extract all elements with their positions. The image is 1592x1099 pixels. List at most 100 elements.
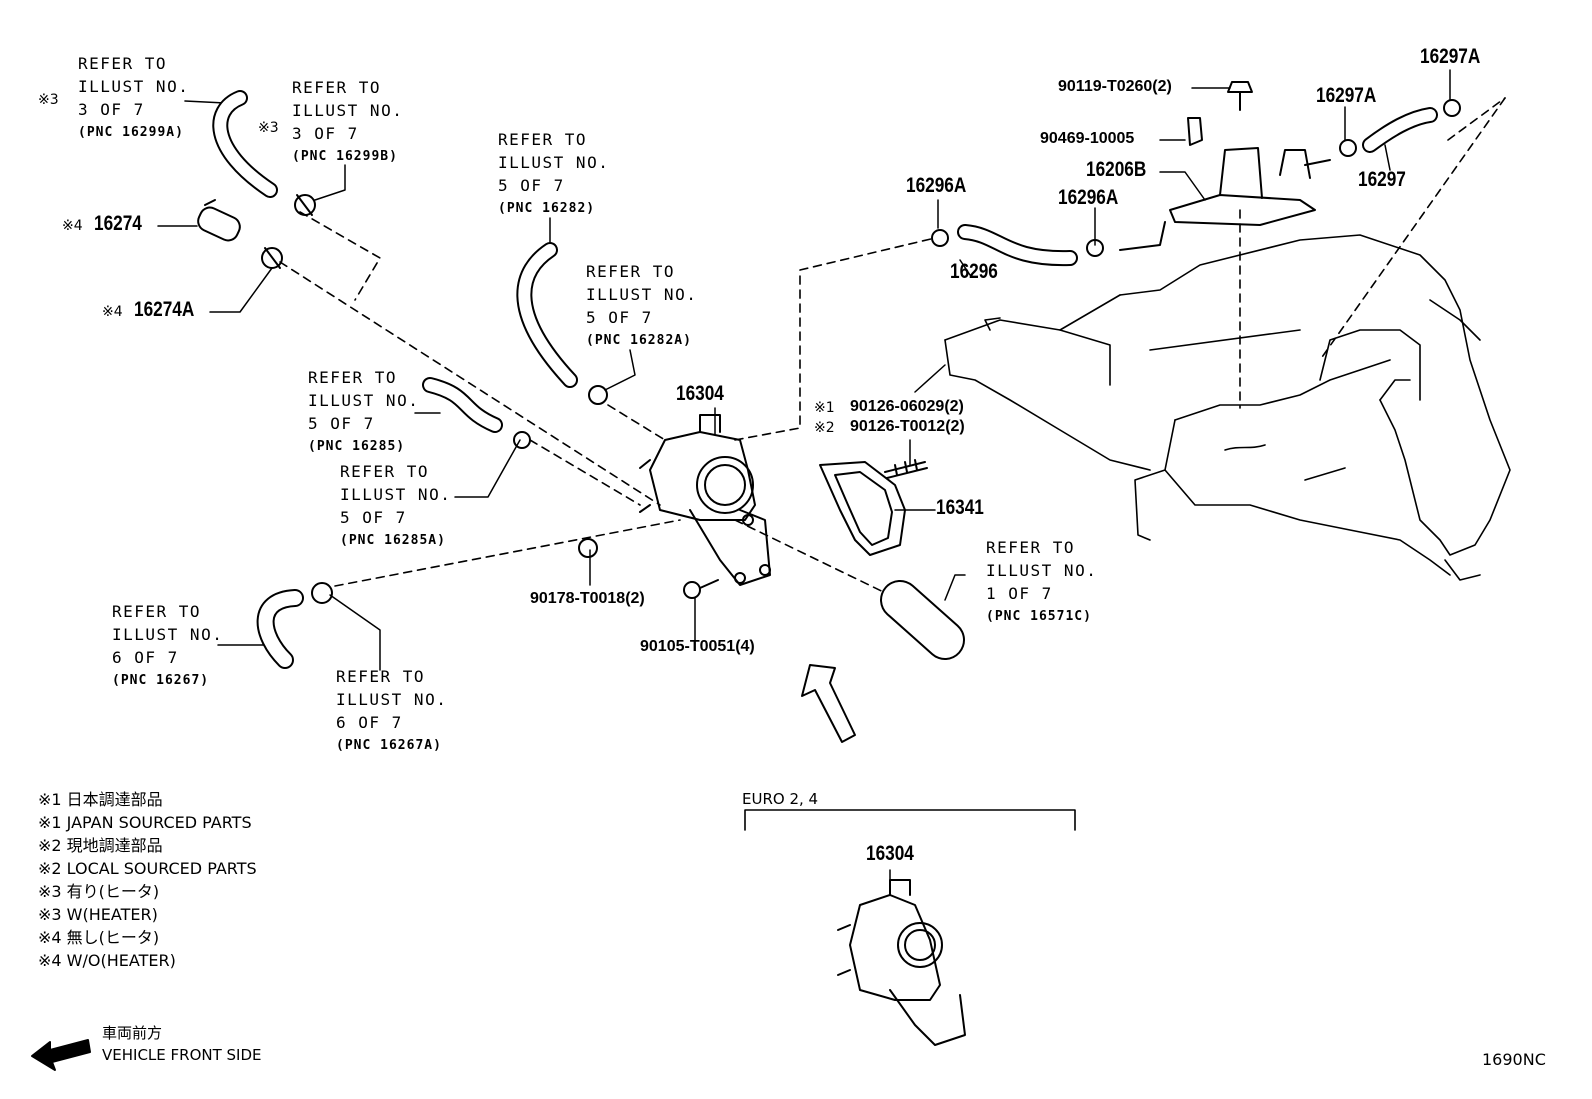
front-arrow bbox=[31, 1039, 91, 1071]
hose-16299A bbox=[212, 90, 278, 198]
fasteners bbox=[578, 81, 1253, 599]
part-16296A: 16296A bbox=[906, 174, 967, 197]
ref-line: REFER TO bbox=[498, 130, 588, 149]
ref-16282A: REFER TO ILLUST NO. 5 OF 7 (PNC 16282A) bbox=[586, 260, 697, 352]
legend-item: ※4 無し(ヒータ) bbox=[38, 928, 160, 947]
ref-line: ILLUST NO. bbox=[308, 391, 420, 410]
ref-line: 3 OF 7 bbox=[292, 124, 359, 143]
ref-pnc: (PNC 16571C) bbox=[986, 609, 1092, 624]
ref-mark: ※3 bbox=[258, 120, 279, 136]
legend-item: ※1 日本調達部品 bbox=[38, 790, 163, 809]
ref-line: 5 OF 7 bbox=[586, 308, 653, 327]
part-mark: ※4 bbox=[102, 304, 123, 320]
ref-line: 5 OF 7 bbox=[340, 508, 407, 527]
ref-pnc: (PNC 16285A) bbox=[340, 533, 446, 548]
hose-16571C bbox=[880, 580, 965, 660]
legend-item: ※4 W/O(HEATER) bbox=[38, 951, 176, 970]
hose-16267 bbox=[256, 589, 304, 669]
clip-90469: 90469-10005 bbox=[1040, 130, 1135, 147]
part-16206B: 16206B bbox=[1086, 158, 1147, 181]
ref-16299B: REFER TO ILLUST NO. 3 OF 7 (PNC 16299B) bbox=[292, 76, 403, 168]
ref-line: REFER TO bbox=[340, 462, 430, 481]
legend-item: ※3 有り(ヒータ) bbox=[38, 882, 160, 901]
ref-line: 3 OF 7 bbox=[78, 100, 145, 119]
ref-line: REFER TO bbox=[112, 602, 202, 621]
part-16296: 16296 bbox=[950, 260, 998, 283]
legend-item: ※2 現地調達部品 bbox=[38, 836, 163, 855]
water-inlet-16304-euro bbox=[837, 879, 966, 1046]
ref-line: ILLUST NO. bbox=[340, 485, 452, 504]
ref-pnc: (PNC 16285) bbox=[308, 439, 406, 454]
legend-item: ※1 JAPAN SOURCED PARTS bbox=[38, 813, 252, 832]
ref-16571C: REFER TO ILLUST NO. 1 OF 7 (PNC 16571C) bbox=[986, 536, 1097, 628]
legend-item: ※3 W(HEATER) bbox=[38, 905, 158, 924]
ref-16267A: REFER TO ILLUST NO. 6 OF 7 (PNC 16267A) bbox=[336, 665, 447, 757]
illustration-code: 1690NC bbox=[1482, 1050, 1546, 1069]
ref-mark: ※3 bbox=[38, 92, 59, 108]
ref-line: ILLUST NO. bbox=[336, 690, 448, 709]
part-16304-euro: 16304 bbox=[866, 842, 914, 865]
ref-pnc: (PNC 16299A) bbox=[78, 125, 184, 140]
stud-90126-T0012: 90126-T0012(2) bbox=[850, 418, 965, 435]
ref-line: REFER TO bbox=[986, 538, 1076, 557]
hose-16297 bbox=[1362, 107, 1438, 153]
part-16304: 16304 bbox=[676, 382, 724, 405]
ref-line: 6 OF 7 bbox=[112, 648, 179, 667]
ref-line: ILLUST NO. bbox=[78, 77, 190, 96]
view-arrow bbox=[801, 664, 856, 743]
ref-line: REFER TO bbox=[292, 78, 382, 97]
ref-16282: REFER TO ILLUST NO. 5 OF 7 (PNC 16282) bbox=[498, 128, 609, 220]
ref-line: REFER TO bbox=[586, 262, 676, 281]
bracket-16206B bbox=[1119, 147, 1331, 251]
part-16341: 16341 bbox=[936, 496, 984, 519]
ref-line: ILLUST NO. bbox=[986, 561, 1098, 580]
vehicle-front-en: VEHICLE FRONT SIDE bbox=[102, 1046, 262, 1064]
ref-line: ILLUST NO. bbox=[112, 625, 224, 644]
ref-line: ILLUST NO. bbox=[586, 285, 698, 304]
ref-pnc: (PNC 16282A) bbox=[586, 333, 692, 348]
water-inlet-16304 bbox=[639, 414, 771, 586]
hose-16296 bbox=[957, 224, 1078, 267]
ref-line: ILLUST NO. bbox=[498, 153, 610, 172]
vehicle-front-jp: 車両前方 bbox=[102, 1024, 163, 1042]
part-16274: 16274 bbox=[94, 212, 142, 235]
part-mark: ※1 bbox=[814, 400, 835, 416]
ref-16299A: REFER TO ILLUST NO. 3 OF 7 (PNC 16299A) bbox=[78, 52, 189, 144]
nut-90178: 90178-T0018(2) bbox=[530, 590, 645, 607]
ref-pnc: (PNC 16282) bbox=[498, 201, 596, 216]
pipe-16274 bbox=[197, 199, 241, 242]
bolt-90119: 90119-T0260(2) bbox=[1058, 78, 1172, 95]
ref-16285A: REFER TO ILLUST NO. 5 OF 7 (PNC 16285A) bbox=[340, 460, 451, 552]
ref-pnc: (PNC 16267A) bbox=[336, 738, 442, 753]
ref-line: ILLUST NO. bbox=[292, 101, 404, 120]
part-16297A: 16297A bbox=[1316, 84, 1377, 107]
euro-bracket bbox=[744, 809, 1076, 831]
ref-16285: REFER TO ILLUST NO. 5 OF 7 (PNC 16285) bbox=[308, 366, 419, 458]
bolt-90105: 90105-T0051(4) bbox=[640, 638, 755, 655]
ref-line: 5 OF 7 bbox=[498, 176, 565, 195]
ref-line: 6 OF 7 bbox=[336, 713, 403, 732]
ref-line: REFER TO bbox=[78, 54, 168, 73]
legend-item: ※2 LOCAL SOURCED PARTS bbox=[38, 859, 257, 878]
legend: ※1 日本調達部品 ※1 JAPAN SOURCED PARTS ※2 現地調達… bbox=[38, 788, 257, 972]
euro-label: EURO 2, 4 bbox=[742, 790, 819, 808]
part-16297A: 16297A bbox=[1420, 45, 1481, 68]
gasket-16341 bbox=[819, 461, 906, 556]
engine-block bbox=[944, 234, 1511, 581]
hose-16285 bbox=[422, 377, 503, 433]
clamps bbox=[261, 99, 1461, 604]
ref-16267: REFER TO ILLUST NO. 6 OF 7 (PNC 16267) bbox=[112, 600, 223, 692]
hose-16282 bbox=[516, 242, 578, 388]
part-mark: ※2 bbox=[814, 420, 835, 436]
ref-line: 1 OF 7 bbox=[986, 584, 1053, 603]
ref-pnc: (PNC 16267) bbox=[112, 673, 210, 688]
vehicle-front-label: 車両前方 VEHICLE FRONT SIDE bbox=[102, 1022, 262, 1066]
ref-line: REFER TO bbox=[308, 368, 398, 387]
ref-pnc: (PNC 16299B) bbox=[292, 149, 398, 164]
part-16296A: 16296A bbox=[1058, 186, 1119, 209]
part-mark: ※4 bbox=[62, 218, 83, 234]
part-16274A: 16274A bbox=[134, 298, 195, 321]
dashed-guides bbox=[279, 97, 1506, 601]
